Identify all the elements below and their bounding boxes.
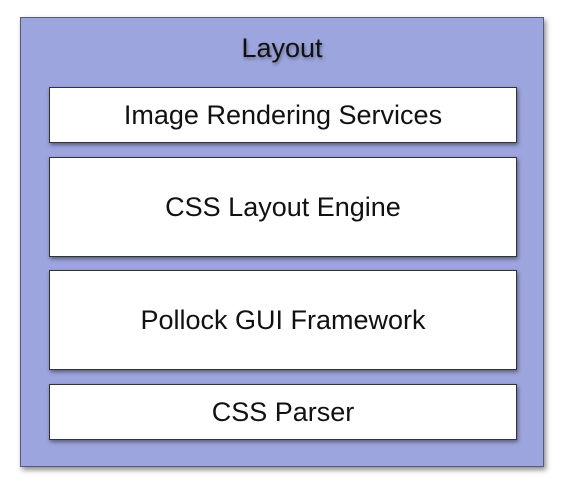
layer-label: Pollock GUI Framework [140,304,426,335]
layer-pollock-gui-framework: Pollock GUI Framework [49,270,517,370]
layer-label: CSS Parser [211,396,355,427]
layer-image-rendering-services: Image Rendering Services [49,87,517,143]
layer-css-parser: CSS Parser [49,384,517,440]
layer-label: CSS Layout Engine [165,191,401,222]
layer-label: Image Rendering Services [123,99,443,130]
layer-css-layout-engine: CSS Layout Engine [49,157,517,257]
layout-title: Layout [241,33,323,63]
layout-container: Layout Image Rendering Services CSS Layo… [20,17,544,467]
